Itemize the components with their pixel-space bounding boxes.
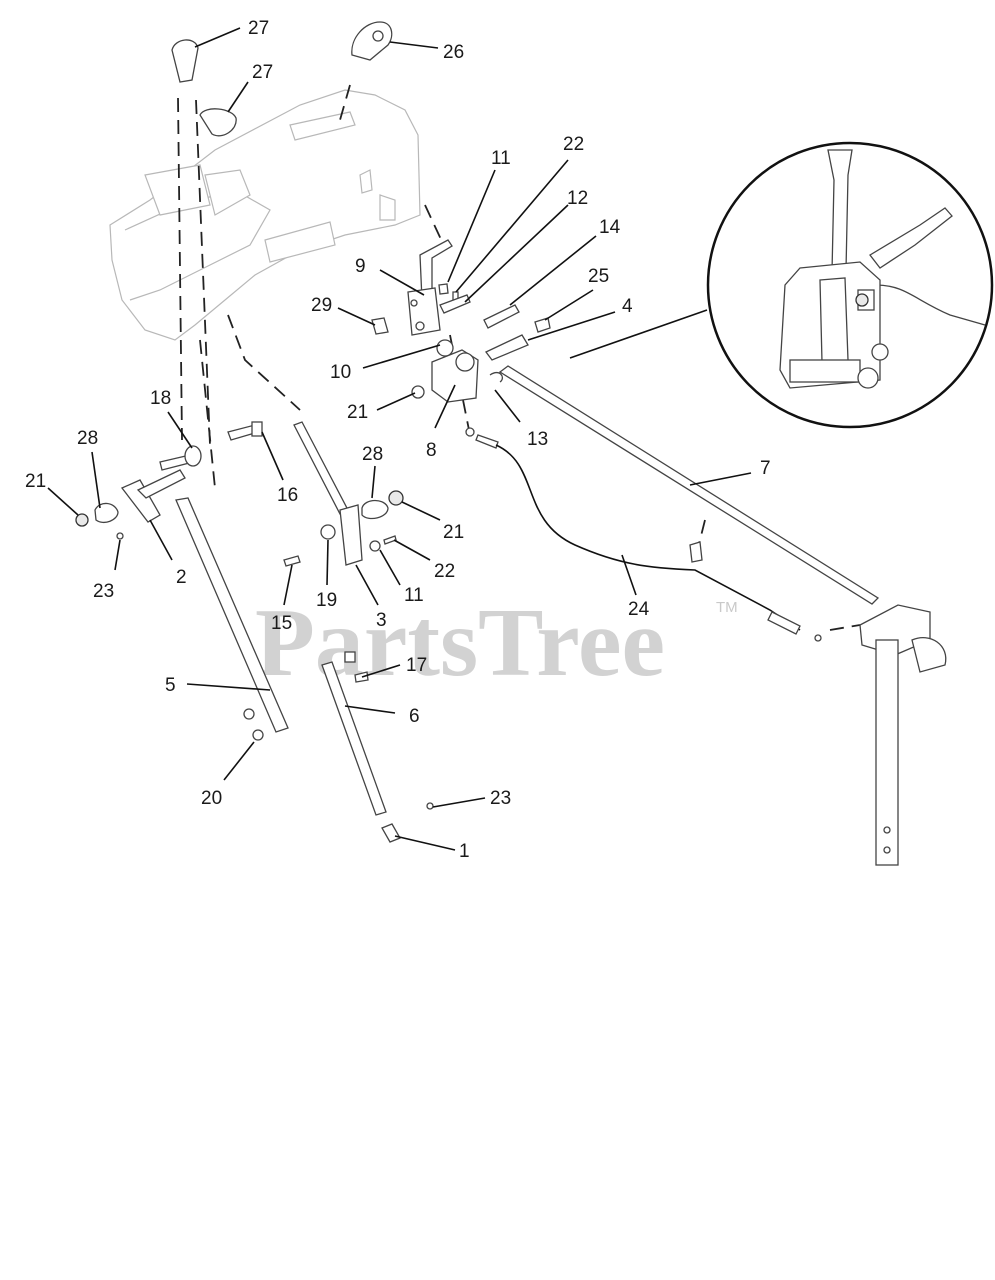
callout-26: 26 [443,42,464,63]
detail-inset-circle [706,141,994,429]
callout-11a: 11 [491,148,511,169]
callout-22a: 22 [563,134,584,155]
watermark-text: PartsTree [255,589,665,697]
callout-28b: 28 [362,444,383,465]
shift-knob-27a [171,39,199,83]
lever-assembly-9 [371,239,551,361]
callout-24: 24 [628,599,650,620]
shift-knob-27b [199,108,237,137]
callout-2: 2 [176,567,187,588]
callout-29: 29 [311,295,332,316]
callout-25: 25 [588,266,609,287]
lever-assembly-3 [283,421,404,567]
callout-16: 16 [277,485,298,506]
callout-9: 9 [355,256,366,277]
cable-24 [465,427,822,642]
rod-5 [175,497,289,741]
callout-8: 8 [426,440,437,461]
callout-12: 12 [567,188,588,209]
callout-20: 20 [201,788,222,809]
callout-21b: 21 [25,471,46,492]
callout-1: 1 [459,841,470,862]
callout-21c: 21 [443,522,464,543]
callout-21a: 21 [347,402,368,423]
linkage-left-2 [75,445,202,540]
control-handle-26 [351,21,393,61]
callout-labels: 27 26 27 11 22 12 14 9 25 29 4 10 21 13 … [25,18,771,862]
callout-7: 7 [760,458,771,479]
pivot-bracket-8 [411,339,504,403]
callout-19: 19 [316,590,337,611]
callout-27a: 27 [248,18,269,39]
bolt-16 [227,421,263,441]
rod-6 [321,651,434,843]
inset-leader-line [569,309,708,359]
callout-28a: 28 [77,428,98,449]
callout-6: 6 [409,706,420,727]
callout-5: 5 [165,675,176,696]
dash-console-illustration [109,89,421,341]
callout-23a: 23 [93,581,114,602]
callout-18: 18 [150,388,171,409]
callout-17: 17 [406,655,427,676]
callout-23b: 23 [490,788,511,809]
callout-14: 14 [599,217,621,238]
callout-22b: 22 [434,561,455,582]
callout-13: 13 [527,429,548,450]
shift-post [859,604,947,866]
watermark-trademark: TM [716,599,738,616]
callout-10: 10 [330,362,351,383]
callout-11b: 11 [404,585,424,606]
callout-27b: 27 [252,62,273,83]
callout-3: 3 [376,610,387,631]
callout-15: 15 [271,613,292,634]
leader-lines [47,27,752,851]
callout-4: 4 [622,296,633,317]
shift-rod-7 [498,365,880,605]
